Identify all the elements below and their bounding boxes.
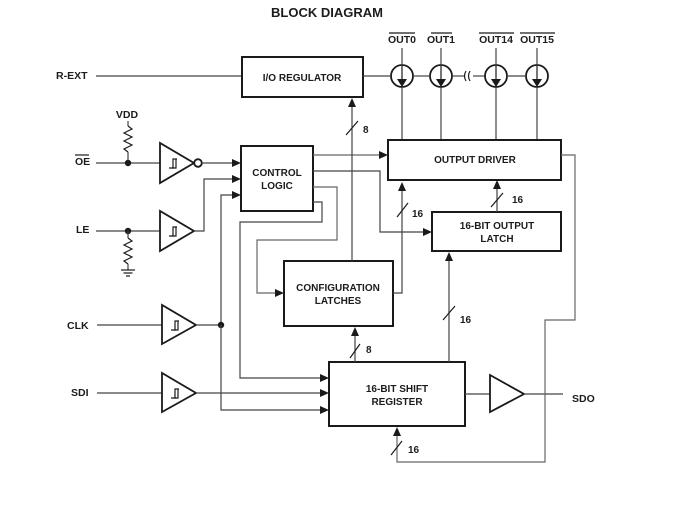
io-regulator-block (241, 56, 364, 98)
sdi-label: SDI (71, 387, 89, 399)
sdi-schmitt-buffer-icon (161, 371, 198, 414)
bus-slash-icon (442, 305, 456, 321)
r-ext-label: R-EXT (56, 70, 88, 82)
schmitt-glyph-icon (171, 320, 179, 331)
clk-label: CLK (67, 320, 89, 332)
schmitt-glyph-icon (171, 388, 179, 399)
oe-schmitt-buffer-icon (159, 141, 196, 185)
junction-dot (124, 159, 132, 167)
out15-label: OUT15 (520, 34, 554, 46)
control-logic-label-line1: CONTROL (252, 168, 301, 179)
output-latch-block (431, 211, 562, 252)
feedback-width: 16 (408, 445, 420, 456)
output-driver-label: OUTPUT DRIVER (434, 155, 516, 166)
output-latch-label-line1: 16-BIT OUTPUT (460, 221, 534, 232)
io-regulator-label: I/O REGULATOR (263, 73, 342, 84)
pulldown-resistor-icon (122, 237, 134, 265)
current-sink-arrow-icon (436, 79, 446, 87)
config-latches-label-line1: CONFIGURATION (296, 283, 380, 294)
break-icon (463, 70, 471, 82)
control-logic-block (240, 145, 314, 212)
output-channel-labels: OUT0 OUT1 OUT14 OUT15 (388, 32, 555, 46)
clk-schmitt-buffer-icon (161, 303, 198, 346)
shift-register-block (328, 361, 466, 427)
bus-slash-icon (345, 120, 359, 136)
le-schmitt-buffer-icon (159, 209, 196, 253)
out14-label: OUT14 (479, 34, 513, 46)
bus-slash-icon (396, 202, 409, 218)
out0-label: OUT0 (388, 34, 416, 46)
pullup-resistor-icon (122, 125, 134, 153)
shift-register-label-line1: 16-BIT SHIFT (366, 384, 428, 395)
config-to-driver-width: 16 (412, 209, 424, 220)
shift-to-latch-width: 16 (460, 315, 472, 326)
shift-to-config-width: 8 (366, 345, 372, 356)
shift-register-label-line2: REGISTER (371, 397, 423, 408)
current-sink-arrow-icon (532, 79, 542, 87)
vdd-label: VDD (116, 109, 139, 121)
bus-slash-icon (490, 192, 504, 208)
config-to-driver-bus (393, 190, 403, 294)
sdo-label: SDO (572, 393, 595, 405)
le-label: LE (76, 224, 89, 236)
sdo-buffer-icon (489, 373, 526, 414)
control-to-config-wire (256, 186, 338, 294)
le-to-control-wire (194, 178, 233, 232)
current-sink-arrow-icon (491, 79, 501, 87)
clk-to-shift-wire (220, 325, 321, 411)
latch-to-driver-width: 16 (512, 195, 524, 206)
control-logic-label-line2: LOGIC (261, 181, 293, 192)
inverter-bubble-icon (193, 158, 203, 168)
config-latches-label-line2: LATCHES (315, 296, 362, 307)
bus-slash-icon (390, 440, 403, 456)
config-to-regulator-width: 8 (363, 125, 369, 136)
config-latches-block (283, 260, 394, 327)
oe-label: OE (75, 156, 90, 168)
output-latch-label-line2: LATCH (480, 234, 513, 245)
ground-icon (121, 269, 135, 277)
schmitt-glyph-icon (169, 226, 177, 237)
diagram-title: BLOCK DIAGRAM (271, 5, 383, 20)
current-sinks (390, 48, 549, 140)
clk-to-control-wire (220, 194, 233, 325)
out1-label: OUT1 (427, 34, 455, 46)
driver-feedback-bus (396, 154, 576, 463)
current-sink-arrow-icon (397, 79, 407, 87)
schmitt-glyph-icon (169, 158, 177, 169)
output-driver-block (387, 139, 562, 181)
bus-slash-icon (349, 343, 361, 359)
control-to-shift-wire (239, 201, 323, 379)
